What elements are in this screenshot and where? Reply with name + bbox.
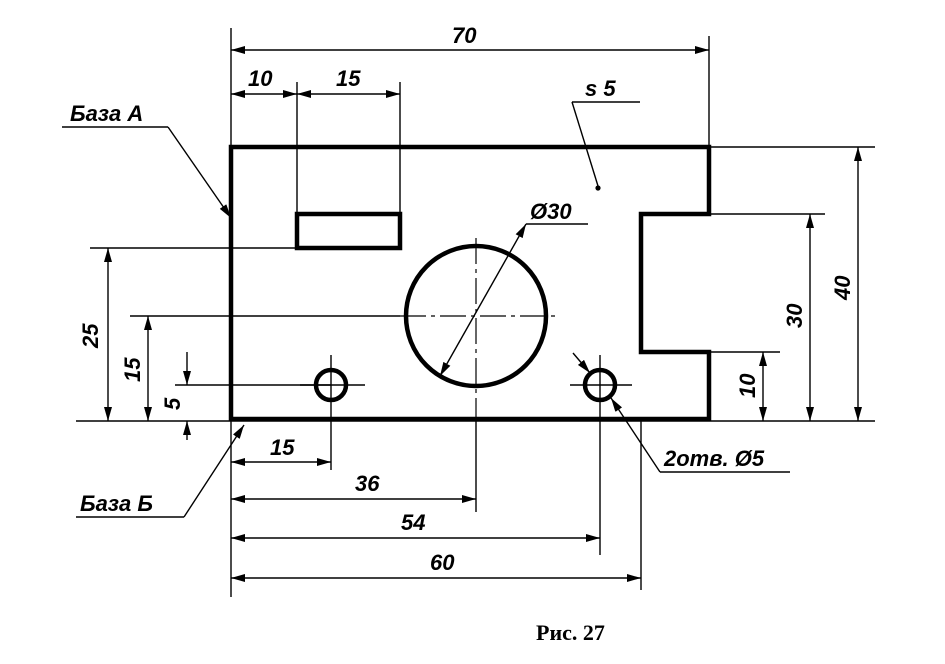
- dim-30-diameter-label: Ø30: [530, 199, 572, 224]
- dim-height-5: [175, 352, 331, 440]
- dim-54-label: 54: [401, 510, 425, 535]
- base-a-leader: [62, 126, 232, 219]
- dim-10-label: 10: [248, 66, 273, 91]
- base-b-label: База Б: [80, 491, 153, 516]
- holes-note-label: 2отв. Ø5: [663, 446, 765, 471]
- dim-15-left-label: 15: [120, 357, 145, 382]
- dim-25-label: 25: [78, 323, 103, 349]
- base-b-leader: [76, 424, 245, 518]
- center-lines: [300, 238, 632, 555]
- dim-30-label: 30: [782, 303, 807, 328]
- dim-10-right-label: 10: [735, 373, 760, 398]
- thickness-label: s 5: [585, 76, 616, 101]
- dim-70-label: 70: [452, 23, 477, 48]
- dim-5-label: 5: [160, 397, 185, 410]
- slot: [294, 211, 403, 251]
- dim-15-bottom-label: 15: [270, 435, 295, 460]
- dim-15-top-label: 15: [336, 66, 361, 91]
- part-outline: [228, 144, 712, 422]
- dim-big-hole-leader: [439, 223, 588, 377]
- dim-36-label: 36: [355, 471, 380, 496]
- dim-40-label: 40: [830, 275, 855, 301]
- thickness-leader: [571, 101, 640, 191]
- figure-caption: Рис. 27: [536, 620, 605, 645]
- dim-60-label: 60: [430, 550, 455, 575]
- base-a-label: База А: [70, 101, 143, 126]
- holes-leader: [572, 352, 790, 473]
